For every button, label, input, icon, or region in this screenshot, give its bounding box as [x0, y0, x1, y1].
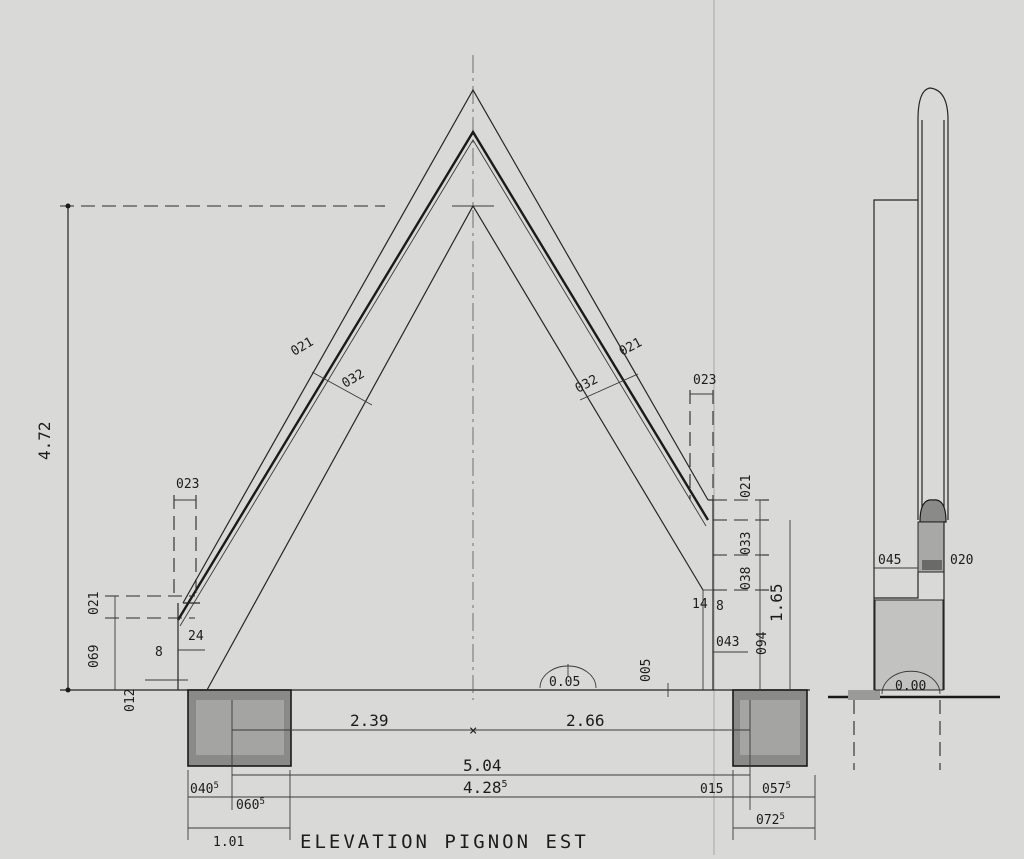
label-right-043: 043 — [716, 635, 739, 650]
roof-inner-line — [206, 204, 704, 691]
label-left-roof-outer: 021 — [289, 335, 317, 360]
label-right-072-main: 072 — [756, 813, 779, 828]
label-right-005: 005 — [639, 659, 654, 682]
label-left-offset-b: 0605 — [236, 797, 265, 813]
label-right-057: 0575 — [762, 781, 791, 797]
section-thickness-label: 020 — [950, 553, 973, 568]
label-left-roof-inner: 032 — [340, 367, 368, 392]
roof-outer-line — [182, 88, 709, 604]
label-left-offset-a: 0405 — [190, 781, 219, 797]
roof-membrane-under — [179, 139, 707, 627]
label-right-072: 0725 — [756, 812, 785, 828]
label-right-span: 2.66 — [566, 711, 605, 730]
section-parapet-cap — [917, 87, 949, 121]
label-left-total: 1.01 — [213, 835, 244, 850]
label-right-14: 14 — [692, 597, 708, 612]
label-left-eave-width: 023 — [176, 477, 199, 492]
left-roof-thickness-dim — [311, 371, 373, 406]
label-inner-width: 4.285 — [463, 778, 508, 797]
main-elevation: × 4.72 021 032 032 021 023 023 021 069 0… — [35, 55, 816, 853]
label-right-094: 094 — [755, 631, 770, 655]
section-width-label: 045 — [878, 553, 901, 568]
label-right-033: 033 — [739, 532, 754, 555]
section-band — [922, 560, 942, 570]
label-right-plinth: 8 — [716, 599, 724, 614]
label-right-072-sup: 5 — [779, 812, 784, 822]
section-step — [874, 572, 919, 599]
label-right-015: 015 — [700, 782, 723, 797]
label-right-eave-width: 023 — [693, 373, 716, 388]
label-inner-width-sup: 5 — [502, 779, 508, 790]
section-ground-hatch — [848, 690, 880, 700]
section-level-label: 0.00 — [895, 679, 926, 694]
label-left-span: 2.39 — [350, 711, 389, 730]
label-right-057-main: 057 — [762, 782, 785, 797]
label-left-wall-base: 069 — [87, 645, 102, 668]
right-foundation-shade — [740, 700, 800, 755]
section-level-arc — [881, 670, 941, 695]
drawing-title: ELEVATION PIGNON EST — [300, 831, 589, 853]
label-left-sill: 012 — [123, 689, 138, 712]
label-left-offset-b-main: 060 — [236, 798, 259, 813]
left-foundation-shade — [196, 700, 284, 755]
label-left-offset-a-sup: 5 — [213, 781, 218, 791]
label-left-fascia: 021 — [87, 592, 102, 615]
label-right-057-sup: 5 — [785, 781, 790, 791]
label-total-height: 4.72 — [35, 421, 54, 460]
roof-membrane — [176, 129, 710, 621]
section-base-block — [874, 599, 944, 691]
label-slab-level: 0.05 — [549, 675, 580, 690]
label-left-offset-b-sup: 5 — [259, 797, 264, 807]
section-gutter — [919, 499, 947, 523]
label-inner-width-main: 4.28 — [463, 778, 502, 797]
label-left-plinth: 8 — [155, 645, 163, 660]
label-left-rafter: 24 — [188, 629, 204, 644]
right-roof-thickness-dim — [579, 373, 639, 401]
height-dim-top-dot — [65, 203, 71, 209]
section-detail: 045 020 0.00 — [828, 87, 1000, 770]
label-wall-height: 1.65 — [767, 583, 786, 622]
label-right-roof-outer: 021 — [617, 335, 645, 359]
center-cross: × — [469, 723, 477, 739]
label-right-038: 038 — [739, 567, 754, 590]
label-left-offset-a-main: 040 — [190, 782, 213, 797]
section-wall-outer — [873, 199, 918, 690]
height-dim-bottom-dot — [65, 687, 71, 693]
label-right-fascia: 021 — [739, 475, 754, 498]
label-overall-width: 5.04 — [463, 756, 502, 775]
